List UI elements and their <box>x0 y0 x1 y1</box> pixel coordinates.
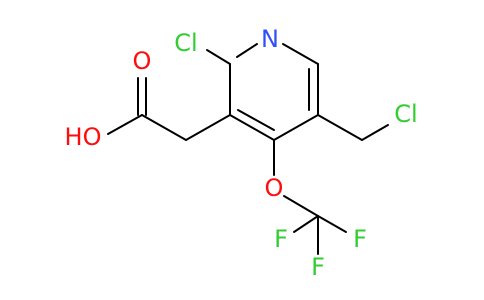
atom-o-ether: O <box>265 174 284 202</box>
bond-c5-ch2cl <box>317 114 363 141</box>
atom-cl-chloromethyl: Cl <box>394 100 417 128</box>
bond-c4-c3-inner <box>237 109 275 131</box>
bond-ch2-cl <box>361 124 389 141</box>
atom-hydroxyl: HO <box>65 123 102 151</box>
bond-o-cf3 <box>283 195 319 217</box>
atom-f-bottom: F <box>311 253 325 281</box>
bond-c4-c3 <box>229 114 275 141</box>
atom-f-left: F <box>274 225 288 253</box>
bond-c-oh <box>107 114 143 135</box>
bond-c2-cl <box>206 49 231 65</box>
atom-n-ring: N <box>261 25 279 53</box>
substituent-bonds <box>107 49 389 255</box>
atom-f-right: F <box>353 225 367 253</box>
atom-o-carbonyl: O <box>133 47 152 75</box>
bond-c2-n1 <box>236 43 258 58</box>
bond-ch2-cooh <box>141 114 187 141</box>
pyridine-ring <box>229 43 319 141</box>
bond-cf3-f-right <box>317 215 347 233</box>
atom-cl-ring: Cl <box>174 29 197 57</box>
bond-cf3-f-left <box>293 215 319 233</box>
bond-n1-c6 <box>282 43 319 65</box>
bond-c5-c4 <box>273 114 319 141</box>
atom-labels: Cl N O HO Cl O F F F <box>65 25 418 281</box>
bond-c3-ch2 <box>185 114 231 141</box>
